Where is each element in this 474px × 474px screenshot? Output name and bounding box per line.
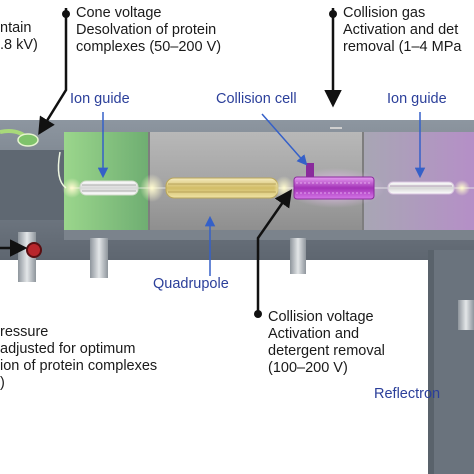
vacuum-pipe-2 — [90, 238, 108, 278]
collision-cell-label: Collision cell — [216, 91, 297, 107]
cone-voltage-arrow — [38, 8, 68, 135]
pressure-annotation: ressure adjusted for optimum ion of prot… — [0, 324, 158, 391]
quadrupole-label: Quadrupole — [153, 276, 229, 292]
reflectron-housing — [432, 250, 474, 474]
ion-guide-left-label: Ion guide — [70, 91, 130, 107]
ion-guide-left-rods — [79, 180, 139, 196]
pressure-valve — [26, 242, 42, 258]
collision-cell-pointer — [261, 113, 308, 166]
vacuum-pipe-4 — [458, 300, 474, 330]
collision-voltage-arrow — [256, 189, 292, 316]
reflectron-label: Reflectron — [374, 386, 441, 402]
vacuum-pipe-3 — [290, 238, 306, 274]
collision-gas-annotation: Collision gas Activation and det removal… — [343, 5, 462, 55]
collision-gas-title: Collision gas — [343, 5, 426, 21]
cone-voltage-annotation: Cone voltage Desolvation of protein comp… — [76, 5, 222, 55]
collision-voltage-annotation: Collision voltage Activation and deterge… — [268, 309, 385, 376]
ion-guide-right-label: Ion guide — [387, 91, 447, 107]
collision-cell-body — [293, 176, 375, 200]
ion-guide-right-rods — [387, 181, 455, 195]
spray-cone — [17, 133, 39, 147]
spray-voltage-label: ntain .8 kV) — [0, 20, 38, 53]
collision-voltage-title: Collision voltage — [268, 309, 374, 325]
quadrupole-rods — [165, 177, 279, 199]
cone-voltage-title: Cone voltage — [76, 5, 162, 21]
